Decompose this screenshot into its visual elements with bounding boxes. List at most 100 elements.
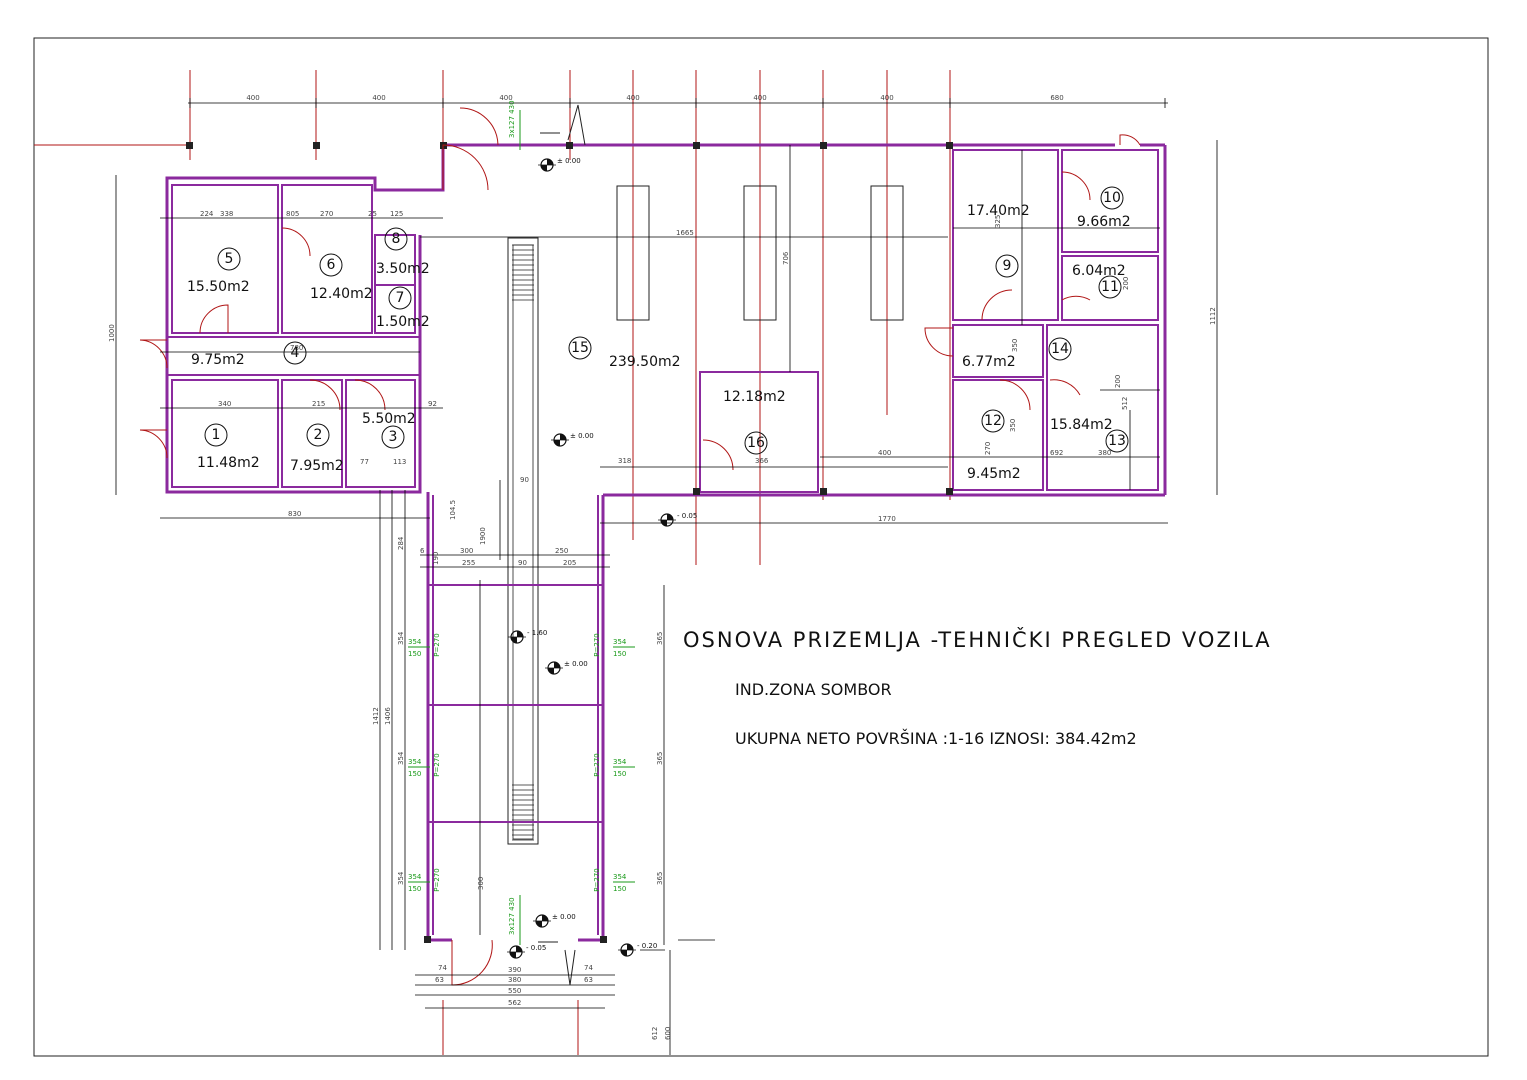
room-number: 12	[984, 413, 1002, 429]
room-area: 12.18m2	[723, 389, 786, 405]
room-number: 3	[389, 429, 398, 445]
room-number-circle	[1098, 275, 1122, 299]
room-area: 9.75m2	[191, 352, 245, 368]
window-size-width: 354	[613, 638, 627, 646]
misc-dimension: 300	[477, 877, 485, 890]
left-block-partitions	[167, 184, 420, 488]
misc-dimension: 125	[390, 210, 403, 218]
wing-top-dimension: 284	[397, 536, 405, 550]
misc-dimension: 400	[878, 449, 891, 457]
room-number-circle	[568, 336, 592, 360]
misc-dimension: 600	[664, 1027, 672, 1040]
misc-dimension: 325	[994, 215, 1002, 228]
top-span-dimension: 400	[246, 94, 259, 102]
plan-total-area: UKUPNA NETO POVRŠINA :1-16 IZNOSI: 384.4…	[735, 729, 1137, 748]
level-value: - 0.05	[677, 512, 697, 520]
misc-dimension: 780	[290, 344, 303, 352]
level-value: ± 0.00	[564, 660, 588, 668]
room-number-circle	[381, 425, 405, 449]
level-value: ± 0.00	[557, 157, 581, 165]
misc-dimension: 92	[428, 400, 437, 408]
room-area: 17.40m2	[967, 203, 1030, 219]
level-value: - 0.20	[637, 942, 657, 950]
room-number: 5	[225, 251, 234, 267]
room-number: 1	[212, 427, 221, 443]
level-value: - 1.60	[527, 629, 547, 637]
misc-dimension: 224	[200, 210, 214, 218]
window-size-width: 354	[613, 873, 627, 881]
window-size-height: 150	[613, 885, 626, 893]
misc-dimension: 366	[755, 457, 769, 465]
room-area: 12.40m2	[310, 286, 373, 302]
misc-dimension: 215	[312, 400, 325, 408]
misc-dimension: 512	[1121, 397, 1129, 410]
wing-right-bay-dimension: 365	[656, 872, 664, 885]
right-block-partitions	[699, 149, 1159, 493]
wing-top-dimension: 205	[563, 559, 576, 567]
misc-dimension: 612	[651, 1027, 659, 1040]
wing-bay-dimension: 354	[397, 631, 405, 645]
room-number-circle	[744, 431, 768, 455]
misc-dimension: 805	[286, 210, 299, 218]
wing-top-dimension: 104.5	[449, 500, 457, 520]
stair-label-top: 3x127 430	[508, 100, 516, 138]
hall-inner-dimension: 1665	[676, 229, 694, 237]
pit-stairs-top	[512, 244, 534, 301]
misc-dimension: 77	[360, 458, 369, 466]
window-label: P=270	[593, 868, 601, 891]
window-size-height: 150	[408, 885, 421, 893]
wing-bays	[428, 495, 603, 935]
room-number-circle	[306, 423, 330, 447]
misc-dimension: 350	[1011, 339, 1019, 352]
sheet-border	[33, 37, 1489, 1057]
room-area: 239.50m2	[609, 354, 681, 370]
room-number-circle	[1048, 337, 1072, 361]
window-size-height: 150	[408, 770, 421, 778]
wing-length-dimension: 1900	[479, 527, 487, 545]
right-height-dimension: 1112	[1209, 307, 1217, 325]
window-size-height: 150	[408, 650, 421, 658]
misc-dimension: 113	[393, 458, 406, 466]
room-number-circle	[1100, 186, 1124, 210]
misc-dimension: 270	[984, 442, 992, 455]
room-area: 5.50m2	[362, 411, 416, 427]
building-walls	[165, 143, 1167, 942]
wing-top-dimension: 90	[518, 559, 527, 567]
room-number: 16	[747, 435, 765, 451]
level-value: - 0.05	[526, 944, 546, 952]
window-size-width: 354	[408, 758, 422, 766]
wing-bottom-dimension: 550	[508, 987, 521, 995]
window-size-width: 354	[408, 873, 422, 881]
room-number: 13	[1108, 433, 1126, 449]
wing-side-dimension: 63	[584, 976, 593, 984]
room-number-circle	[319, 253, 343, 277]
misc-dimension: 692	[1050, 449, 1063, 457]
wing-bay-dimension: 354	[397, 751, 405, 765]
misc-dimension: 25	[368, 210, 377, 218]
room-number-circle	[204, 423, 228, 447]
wing-side-dimension: 63	[435, 976, 444, 984]
top-span-dimension: 400	[880, 94, 893, 102]
room-number: 8	[392, 231, 401, 247]
wing-right-bay-dimension: 365	[656, 752, 664, 765]
wing-top-dimension: 6	[420, 547, 425, 555]
level-markers: ± 0.00± 0.00- 0.05- 1.60± 0.00± 0.00- 0.…	[507, 157, 697, 959]
level-value: ± 0.00	[570, 432, 594, 440]
wing-bay-dimension: 354	[397, 871, 405, 885]
room-number: 4	[291, 345, 300, 361]
window-size-height: 150	[613, 770, 626, 778]
room-number: 2	[314, 427, 323, 443]
room-number: 9	[1003, 258, 1012, 274]
top-span-dimension: 400	[499, 94, 512, 102]
room-labels: 111.48m227.95m235.50m249.75m2515.50m2612…	[187, 186, 1131, 482]
window-label: P=270	[433, 633, 441, 656]
room-number: 14	[1051, 341, 1069, 357]
misc-dimension: 350	[1009, 419, 1017, 432]
room-number-circle	[283, 341, 307, 365]
hall-height-dimension: 706	[782, 251, 790, 265]
misc-dimension: 340	[218, 400, 231, 408]
room-number-circle	[217, 247, 241, 271]
top-span-dimension: 400	[753, 94, 766, 102]
